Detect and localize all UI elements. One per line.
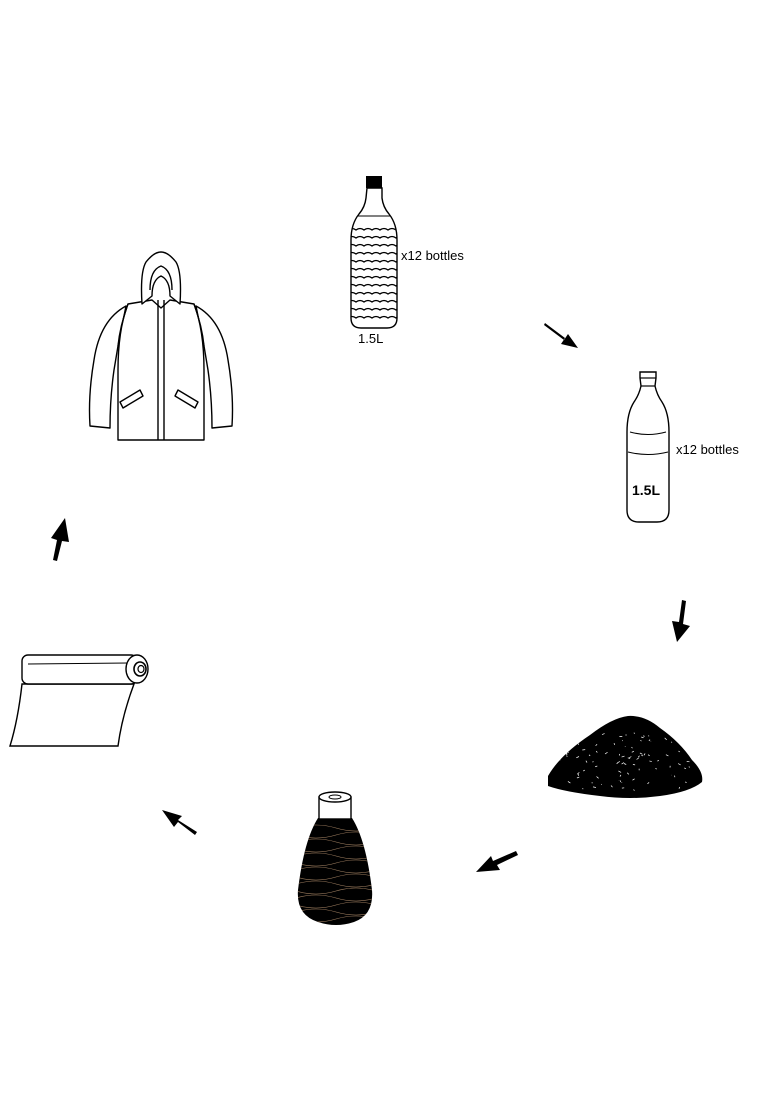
arrow-icon — [162, 810, 197, 835]
arrow-icon — [476, 851, 518, 872]
flakes-pile-icon — [548, 716, 702, 798]
fabric-roll-icon — [10, 655, 148, 746]
jacket-icon — [90, 252, 233, 440]
yarn-spool-icon — [296, 792, 376, 925]
arrow-icon — [51, 518, 69, 561]
empty-bottle-icon — [627, 372, 669, 522]
filled-bottle-volume-label: 1.5L — [358, 331, 383, 346]
arrow-icon — [544, 323, 578, 348]
empty-bottle-volume-label: 1.5L — [632, 482, 660, 498]
arrow-icon — [672, 600, 690, 642]
filled-bottle-icon — [348, 176, 404, 328]
empty-bottle-count-label: x12 bottles — [676, 442, 739, 457]
filled-bottle-count-label: x12 bottles — [401, 248, 464, 263]
